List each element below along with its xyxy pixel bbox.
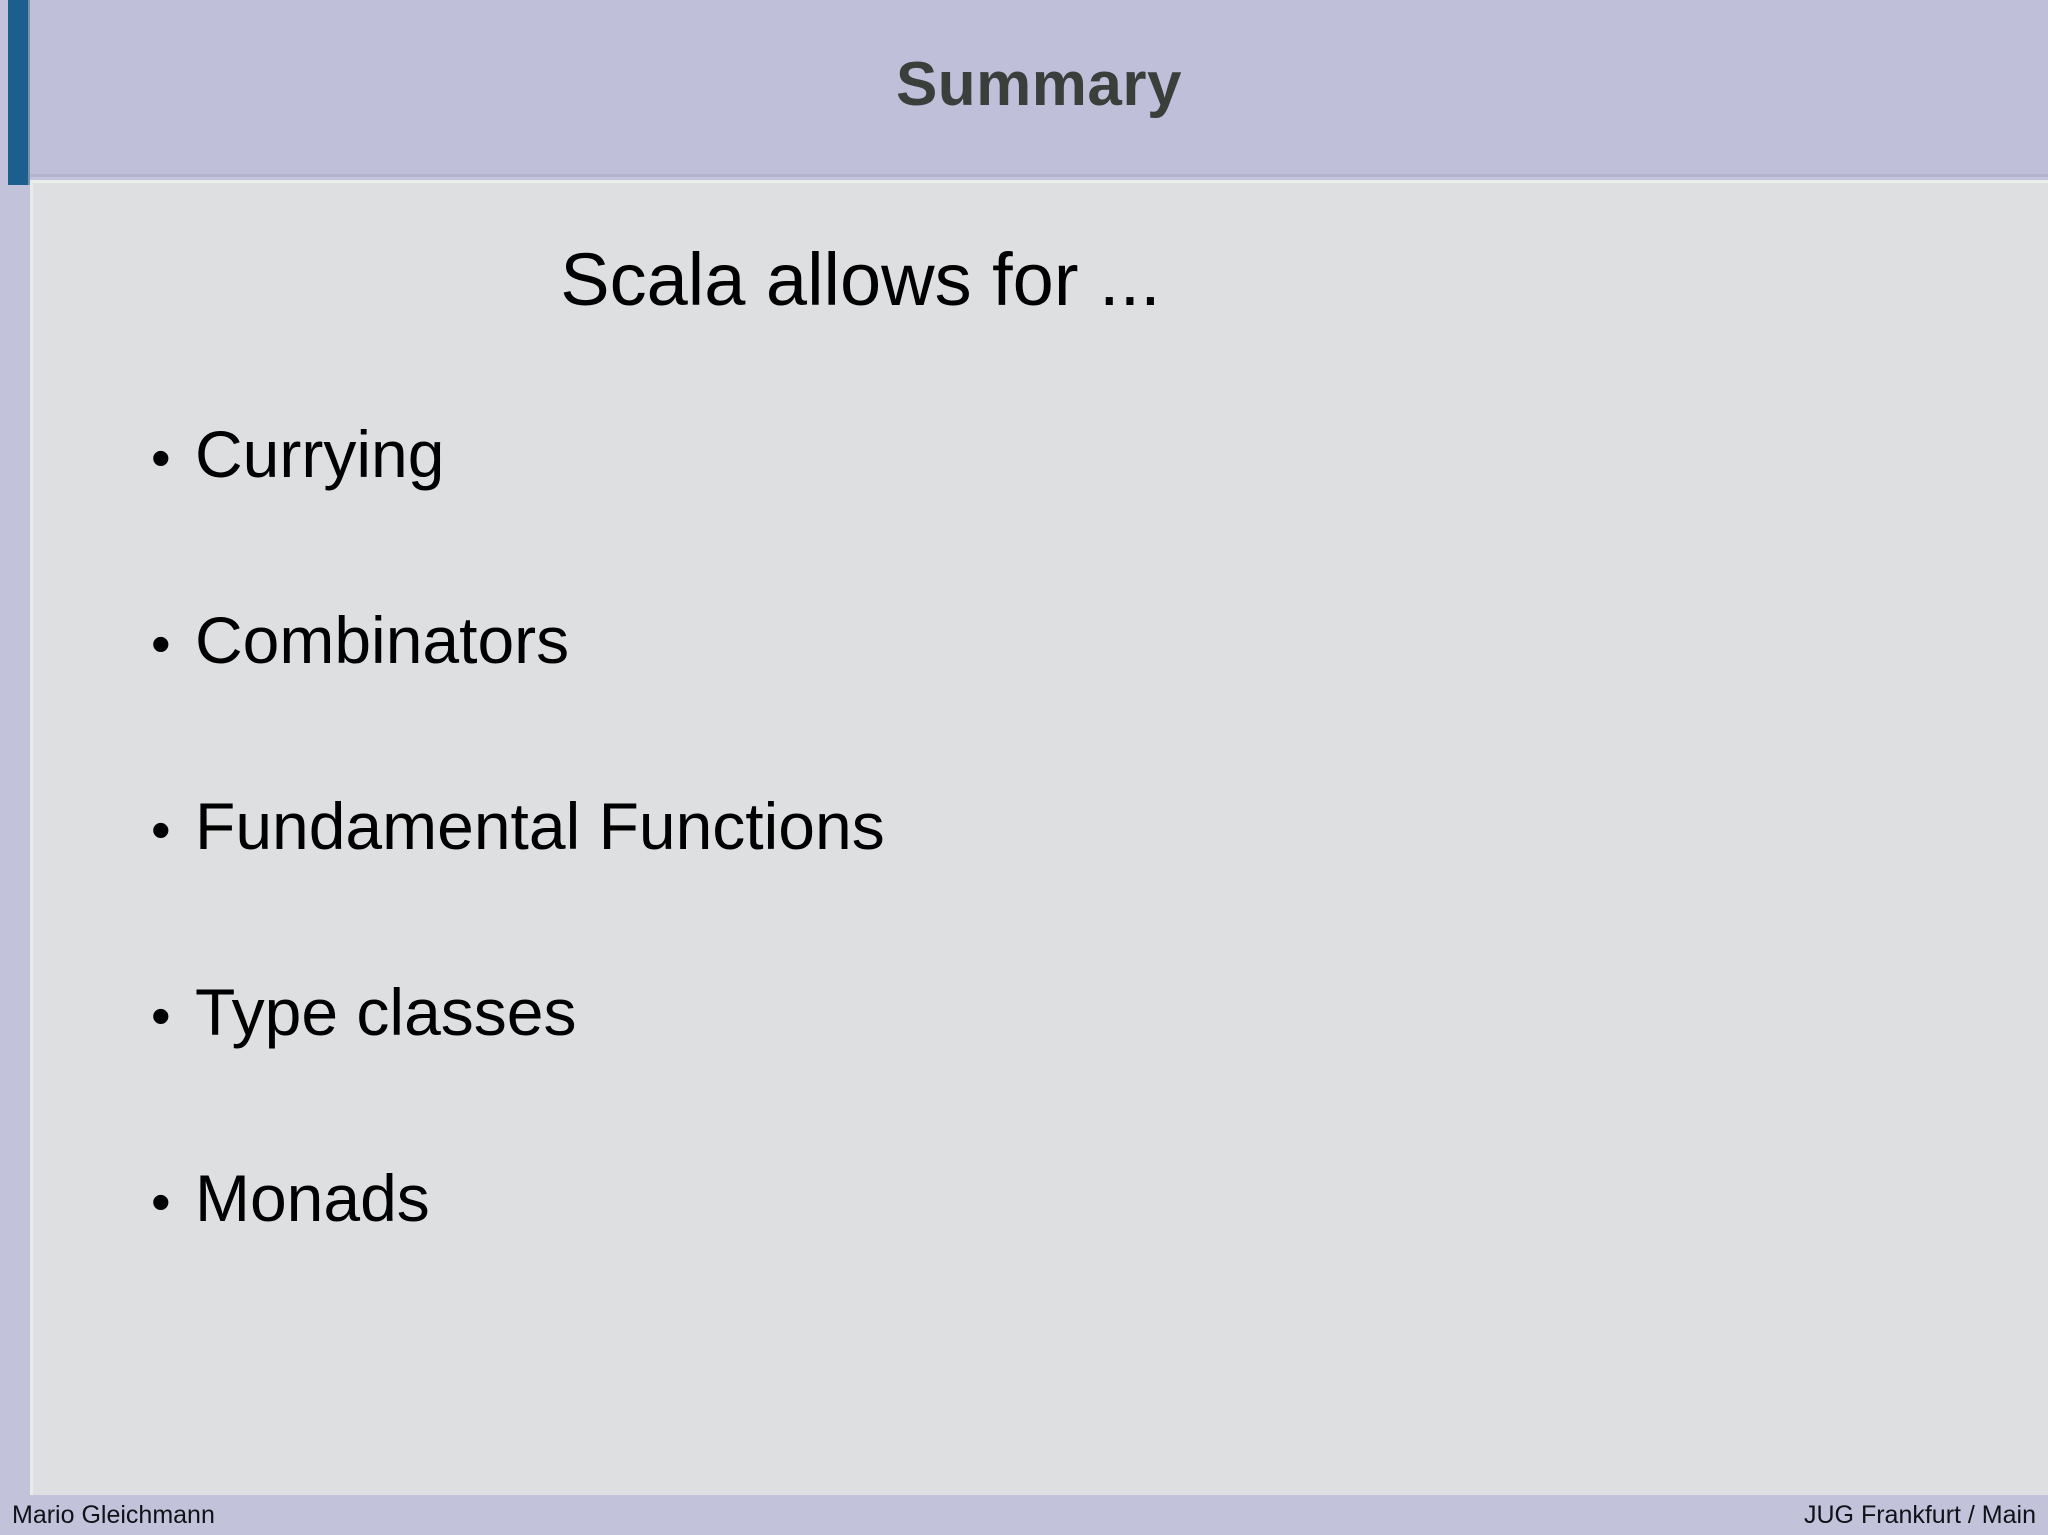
bullet-dot-icon: • — [151, 612, 171, 675]
list-item-label: Monads — [195, 1161, 430, 1235]
bullet-dot-icon: • — [151, 798, 171, 861]
bullet-dot-icon: • — [151, 984, 171, 1047]
slide-footer: Mario Gleichmann JUG Frankfurt / Main — [0, 1495, 2048, 1535]
slide-accent-bar — [8, 0, 30, 185]
footer-author: Mario Gleichmann — [12, 1500, 215, 1529]
list-item: • Combinators — [151, 607, 2008, 793]
bullet-dot-icon: • — [151, 426, 171, 489]
bullet-dot-icon: • — [151, 1170, 171, 1233]
list-item-label: Currying — [195, 417, 445, 491]
list-item-label: Type classes — [195, 975, 577, 1049]
slide-subtitle: Scala allows for ... — [560, 238, 1161, 321]
list-item-label: Combinators — [195, 603, 570, 677]
list-item: • Type classes — [151, 979, 2008, 1165]
page-title: Summary — [895, 49, 1183, 119]
list-item: • Currying — [151, 421, 2008, 607]
list-item: • Monads — [151, 1165, 2008, 1351]
list-item-label: Fundamental Functions — [195, 789, 885, 863]
slide-title-band: Summary — [30, 0, 2048, 177]
list-item: • Fundamental Functions — [151, 793, 2008, 979]
footer-event: JUG Frankfurt / Main — [1804, 1500, 2036, 1529]
summary-bullet-list: • Currying • Combinators • Fundamental F… — [151, 421, 2008, 1351]
slide-body-panel: Scala allows for ... • Currying • Combin… — [30, 180, 2048, 1495]
